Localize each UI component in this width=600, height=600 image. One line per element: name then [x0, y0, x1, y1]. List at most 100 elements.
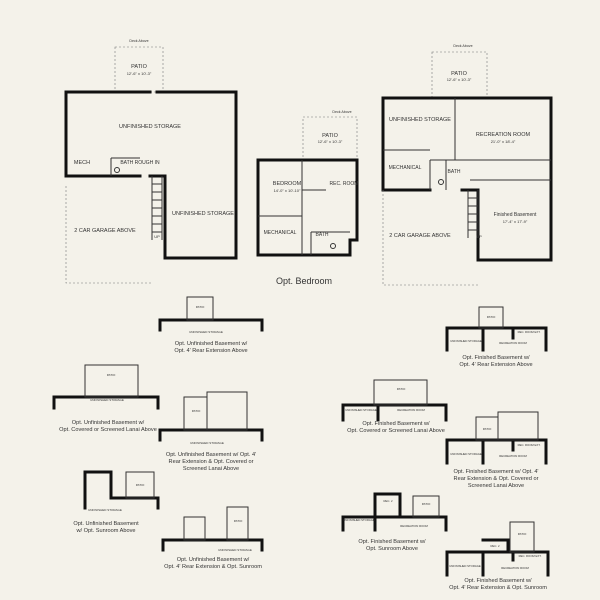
thumbnail-lanai — [84, 364, 139, 398]
plan-opt-bedroom: Deck Above PATIO 12'-6" x 10'-3" BEDROOM… — [256, 110, 359, 286]
option-caption-line2: Rear Extension & Opt. Covered or — [454, 476, 539, 482]
option-caption-line2: Opt. 4' Rear Extension Above — [459, 362, 532, 368]
thumbnail-rec-ext-label: REC. ROOM EXT. — [518, 443, 541, 447]
toilet-icon — [330, 243, 336, 249]
option-unfinished-lanai: PATIO UNFINISHED STORAGE Opt. Unfinished… — [52, 364, 160, 433]
foundation-walls — [256, 158, 359, 257]
thumbnail-rec2-label: REC. 2 — [490, 544, 499, 548]
option-caption-line2: Opt. 4' Rear Extension Above — [174, 348, 247, 354]
thumbnail-rec-ext-label: REC. ROOM EXT. — [518, 330, 541, 334]
option-finished-sunroom: REC. 2 PATIO UNFINISHED STORAGE RECREATI… — [341, 492, 448, 552]
bath-rough-in-label: BATH ROUGH IN — [120, 160, 160, 166]
toilet-icon — [438, 179, 444, 185]
thumbnail-storage-label: UNFINISHED STORAGE — [345, 408, 377, 412]
garage-outline — [65, 186, 152, 284]
plan-finished-basement: Deck Above PATIO 12'-6" x 10'-3" UNFINIS… — [381, 44, 553, 286]
thumbnail-patio-label: PATIO — [422, 502, 431, 506]
option-finished-4ft-rear-extension: PATIO REC. ROOM EXT. UNFINISHED STORAGE … — [445, 306, 548, 368]
interior-walls — [383, 98, 551, 190]
patio-dimensions: 12'-6" x 10'-3" — [127, 71, 152, 76]
stairs — [151, 176, 163, 240]
thumbnail-walls — [158, 318, 264, 332]
deck-above-label: Deck Above — [332, 110, 351, 114]
thumbnail-walls — [341, 492, 448, 532]
thumbnail-patio-label: PATIO — [192, 409, 201, 413]
thumbnail-patio — [478, 306, 504, 329]
option-caption-line1: Opt. Finished Basement w/ — [358, 539, 426, 545]
thumbnail-walls — [161, 538, 264, 552]
option-caption-line2: w/ Opt. Sunroom Above — [75, 528, 135, 534]
garage-label: 2 CAR GARAGE ABOVE — [74, 228, 136, 234]
option-caption-line2: Opt. 4' Rear Extension & Opt. Sunroom — [449, 585, 547, 591]
option-caption-line3: Screened Lanai Above — [468, 483, 524, 489]
thumbnail-rec-ext-label: REC. ROOM EXT. — [519, 554, 542, 558]
option-caption-line2: Opt. Covered or Screened Lanai Above — [347, 428, 445, 434]
finished-basement-label: Finished Basement — [494, 212, 537, 218]
thumbnail-patio-label: PATIO — [107, 373, 116, 377]
thumbnail-patio-label: PATIO — [487, 315, 496, 319]
option-caption-line2: Opt. 4' Rear Extension & Opt. Sunroom — [164, 564, 262, 570]
thumbnail-recreation-label: RECREATION ROOM — [400, 524, 428, 528]
thumbnail-patio-label: PATIO — [234, 519, 243, 523]
bath-label: BATH — [448, 169, 461, 175]
thumbnail-patio-label: PATIO — [483, 427, 492, 431]
thumbnail-rec2-label: REC. 2 — [383, 499, 392, 503]
finished-basement-dimensions: 17'-4" x 17'-9" — [503, 219, 528, 224]
mechanical-label: MECHANICAL — [389, 165, 422, 171]
recreation-room-label: RECREATION ROOM — [476, 132, 531, 138]
thumbnail-sunroom — [412, 495, 440, 518]
thumbnail-recreation-label: RECREATION ROOM — [501, 566, 529, 570]
option-finished-extension-lanai: PATIO REC. ROOM EXT. UNFINISHED STORAGE … — [445, 411, 548, 489]
thumbnail-storage-label: UNFINISHED STORAGE — [190, 441, 224, 445]
bedroom-label: BEDROOM — [273, 181, 302, 187]
patio-label: PATIO — [131, 64, 147, 70]
patio-dimensions: 12'-6" x 10'-3" — [318, 139, 343, 144]
thumbnail-patio — [183, 396, 208, 431]
thumbnail-lanai — [497, 411, 539, 441]
option-caption-line1: Opt. Finished Basement w/ — [464, 578, 532, 584]
option-unfinished-4ft-rear-extension: PATIO UNFINISHED STORAGE Opt. Unfinished… — [158, 296, 264, 354]
thumbnail-storage-label: UNFINISHED STORAGE — [343, 518, 375, 522]
option-caption-line1: Opt. Unfinished Basement w/ Opt. 4' — [166, 452, 256, 458]
patio-label: PATIO — [322, 133, 338, 139]
thumbnail-recreation-label: RECREATION ROOM — [499, 454, 527, 458]
option-caption-line1: Opt. Finished Basement w/ — [462, 355, 530, 361]
recreation-room-dimensions: 21'-0" x 18'-4" — [491, 139, 516, 144]
stairs-up-label: UP — [476, 234, 482, 239]
plan-unfinished-basement: Deck Above PATIO 12'-6" x 10'-3" UNFINIS… — [64, 39, 238, 284]
unfinished-storage-2-label: UNFINISHED STORAGE — [172, 211, 234, 217]
option-finished-lanai: PATIO UNFINISHED STORAGE RECREATION ROOM… — [341, 379, 448, 434]
stairs — [467, 190, 479, 238]
option-caption-line3: Screened Lanai Above — [183, 466, 239, 472]
plan-caption: Opt. Bedroom — [276, 276, 332, 286]
thumbnail-patio — [186, 296, 214, 321]
patio-label: PATIO — [451, 71, 467, 77]
thumbnail-lanai — [206, 391, 248, 431]
patio-dimensions: 12'-6" x 10'-3" — [447, 77, 472, 82]
thumbnail-patio-label: PATIO — [136, 483, 145, 487]
thumbnail-patio-label: PATIO — [397, 387, 406, 391]
thumbnail-storage-label: UNFINISHED STORAGE — [189, 330, 223, 334]
option-caption-line1: Opt. Finished Basement w/ Opt. 4' — [453, 469, 538, 475]
mechanical-label: MECHANICAL — [264, 230, 297, 236]
deck-above-label: Deck Above — [129, 39, 148, 43]
rec-room-label: REC. ROOM — [330, 181, 359, 187]
thumbnail-storage-label: UNFINISHED STORAGE — [450, 452, 482, 456]
thumbnail-storage-label: UNFINISHED STORAGE — [218, 548, 252, 552]
unfinished-storage-label: UNFINISHED STORAGE — [389, 117, 451, 123]
thumbnail-patio-label: PATIO — [518, 532, 527, 536]
thumbnail-storage-label: UNFINISHED STORAGE — [450, 339, 482, 343]
option-unfinished-sunroom: PATIO UNFINISHED STORAGE Opt. Unfinished… — [73, 470, 160, 534]
thumbnail-storage-label: UNFINISHED STORAGE — [88, 508, 122, 512]
thumbnail-lanai — [373, 379, 428, 406]
thumbnail-recreation-label: RECREATION ROOM — [397, 408, 425, 412]
bedroom-dimensions: 14'-0" x 10'-10" — [274, 188, 301, 193]
option-caption-line1: Opt. Unfinished Basement w/ — [177, 557, 250, 563]
option-unfinished-extension-sunroom: PATIO UNFINISHED STORAGE Opt. Unfinished… — [161, 506, 264, 570]
thumbnail-walls — [445, 538, 550, 577]
thumbnail-storage-label: UNFINISHED STORAGE — [449, 564, 481, 568]
thumbnail-sunroom — [226, 506, 249, 541]
thumbnail-walls — [158, 428, 264, 442]
thumbnail-recreation-label: RECREATION ROOM — [499, 341, 527, 345]
